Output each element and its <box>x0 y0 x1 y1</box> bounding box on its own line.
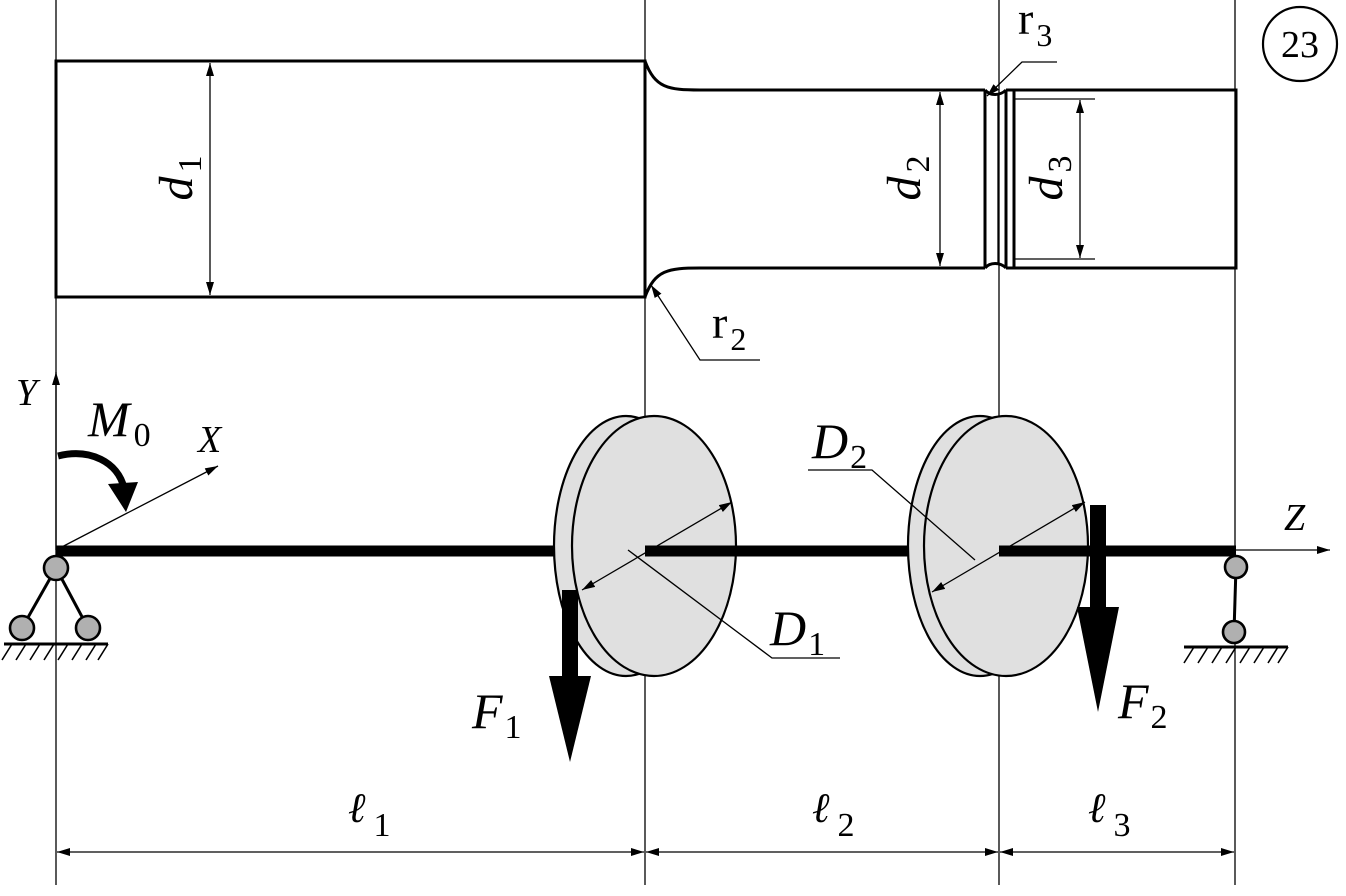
label-disc-d2: D2 <box>811 413 867 476</box>
force-f2-arrow <box>1077 505 1119 712</box>
stepped-shaft <box>54 59 1238 299</box>
leader-d1 <box>627 549 840 659</box>
shaft-section-d2 <box>643 60 985 298</box>
coordinate-axes: Y X Z <box>16 372 1330 554</box>
variant-badge: 23 <box>1261 5 1339 83</box>
leader-r3 <box>986 61 1057 97</box>
label-d2: d2 <box>878 156 937 201</box>
dimension-disc-d2 <box>931 501 1086 593</box>
leader-r2 <box>650 284 760 361</box>
dimension-disc-d1 <box>581 501 733 591</box>
radius-leaders <box>650 61 1057 361</box>
groove-r3 <box>983 88 1008 270</box>
label-r2: r2 <box>712 297 746 357</box>
left-pin-support <box>1 554 109 661</box>
moment-m0 <box>57 450 138 512</box>
y-axis-label: Y <box>16 372 41 414</box>
leader-d2 <box>808 469 976 561</box>
label-d3: d3 <box>1020 156 1079 201</box>
variant-number: 23 <box>1281 24 1319 66</box>
label-f2: F2 <box>1117 673 1168 736</box>
label-disc-d1: D1 <box>769 600 825 663</box>
diameter-dimensions <box>206 63 1084 295</box>
label-r3: r3 <box>1018 0 1052 53</box>
force-f1-arrow <box>549 590 591 762</box>
right-roller-support <box>1183 554 1289 664</box>
label-f1: F1 <box>471 683 522 746</box>
label-d1: d1 <box>150 156 209 201</box>
z-axis-label: Z <box>1284 497 1306 539</box>
x-axis <box>55 465 219 551</box>
shaft-section-d1 <box>54 59 647 299</box>
shaft-section-d3 <box>1014 88 1238 270</box>
groove-step <box>1006 88 1016 270</box>
x-axis-label: X <box>196 419 223 461</box>
